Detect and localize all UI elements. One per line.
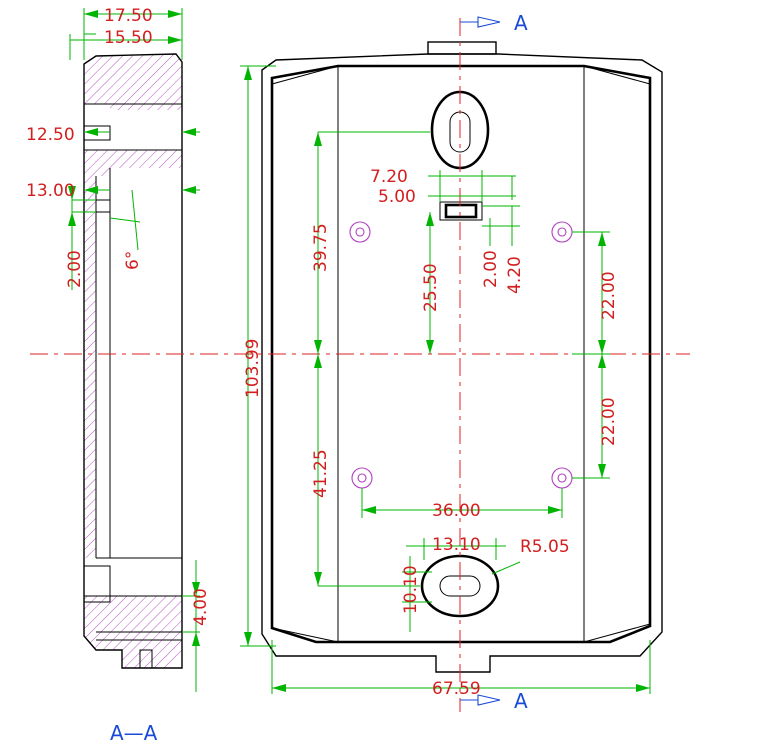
dim-clip-height: 2.00 bbox=[481, 250, 501, 288]
section-hatch-wall bbox=[84, 176, 96, 558]
right-bottom-diag bbox=[583, 623, 651, 643]
left-bottom-diag bbox=[271, 627, 339, 643]
front-view bbox=[261, 41, 663, 673]
dim-side-draft-angle: 6° bbox=[123, 251, 143, 270]
dim-top-slot-to-center: 39.75 bbox=[311, 223, 331, 272]
section-marker-bottom bbox=[460, 694, 501, 706]
dimension-arrowheads bbox=[68, 10, 650, 692]
left-rib-diag bbox=[271, 65, 339, 85]
dim-slot-inner-width: 5.00 bbox=[378, 187, 416, 207]
mounting-hole-top-right bbox=[551, 221, 573, 243]
dim-hole-pitch-lower: 22.00 bbox=[599, 397, 619, 446]
section-marker-top-label: A bbox=[514, 11, 528, 35]
right-rib-diag bbox=[583, 65, 651, 85]
dim-side-port-depth: 12.50 bbox=[26, 125, 75, 145]
dim-slot-width: 7.20 bbox=[370, 167, 408, 187]
mounting-hole-top-left bbox=[349, 221, 371, 243]
dim-side-bottom-height: 4.00 bbox=[191, 588, 211, 626]
section-labels: A A A—A bbox=[110, 11, 528, 745]
section-hatch-mid bbox=[84, 150, 182, 176]
dim-overall-height: 103.99 bbox=[243, 339, 263, 398]
section-hatch-top bbox=[84, 54, 182, 110]
dim-hole-spacing-horizontal: 36.00 bbox=[432, 501, 481, 521]
section-foot bbox=[139, 649, 153, 669]
housing-inner bbox=[270, 64, 652, 644]
section-marker-top bbox=[460, 16, 501, 28]
section-view bbox=[83, 53, 183, 669]
dim-bottom-slot-height: 10.10 bbox=[401, 565, 421, 614]
section-outline bbox=[83, 53, 183, 669]
clip-window bbox=[439, 201, 483, 221]
section-view-label: A—A bbox=[110, 721, 158, 745]
section-port bbox=[83, 125, 111, 141]
section-marker-bottom-label: A bbox=[514, 689, 528, 713]
dimension-labels: 17.50 15.50 12.50 13.00 2.00 6° 4.00 103… bbox=[26, 6, 619, 699]
dim-side-step-depth: 13.00 bbox=[26, 181, 75, 201]
top-tab bbox=[427, 41, 497, 55]
clip-window-inner bbox=[444, 203, 478, 219]
dim-side-total-depth: 17.50 bbox=[104, 6, 153, 26]
dim-overall-width: 67.59 bbox=[432, 679, 481, 699]
dim-bottom-slot-to-center: 41.25 bbox=[311, 449, 331, 498]
dim-side-step-height: 2.00 bbox=[65, 250, 85, 288]
dim-clip-to-center: 25.50 bbox=[421, 263, 441, 312]
dim-clip-offset: 4.20 bbox=[505, 256, 525, 294]
mounting-hole-bottom-right bbox=[551, 467, 573, 489]
mounting-hole-bottom-left bbox=[351, 467, 373, 489]
section-lower-port bbox=[83, 565, 111, 603]
dim-hole-pitch-upper: 22.00 bbox=[599, 271, 619, 320]
dim-bottom-slot-radius: R5.05 bbox=[520, 537, 570, 557]
dim-side-inner-depth: 15.50 bbox=[104, 28, 153, 48]
front-dimensions bbox=[240, 65, 651, 694]
dim-bottom-slot-width: 13.10 bbox=[432, 535, 481, 555]
